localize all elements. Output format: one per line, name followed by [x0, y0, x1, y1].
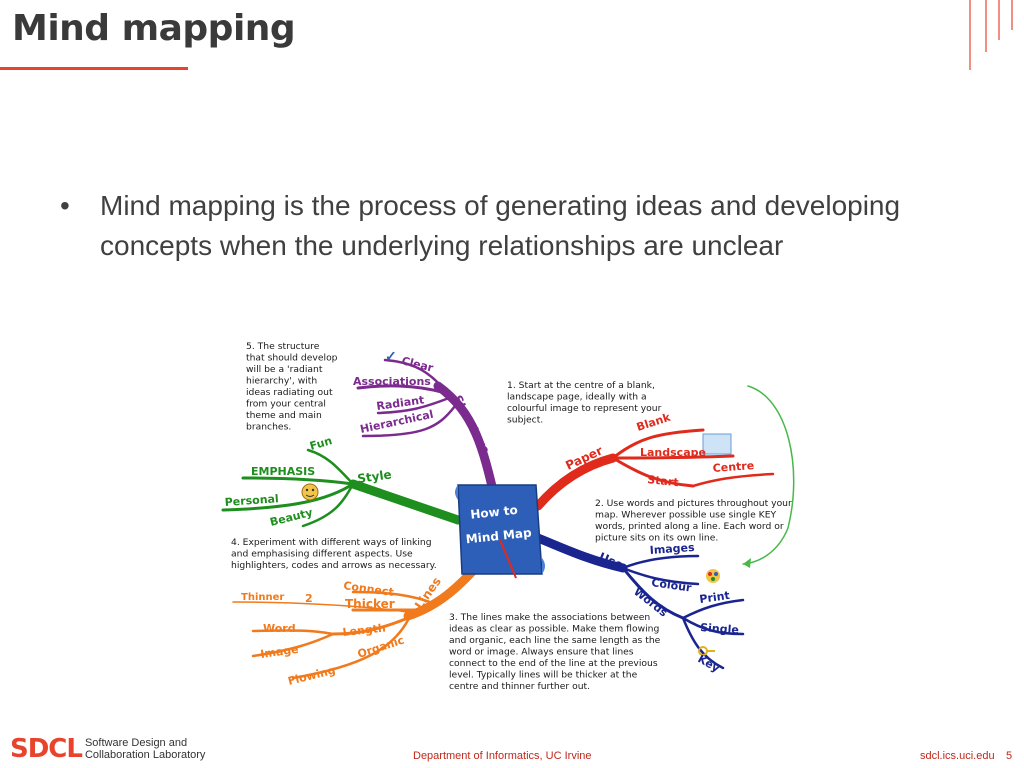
checkmark-icon: ✓: [385, 348, 397, 364]
sub-line-landscape: [611, 454, 735, 460]
label-fun: Fun: [308, 434, 333, 453]
sub-line-length: [331, 616, 410, 636]
label-organic: Organic: [356, 634, 406, 661]
note-2: 2. Use words and pictures throughout you…: [595, 498, 795, 544]
landscape-page-icon: [702, 433, 732, 455]
label-centre: Centre: [712, 459, 754, 475]
logo-line-2: Collaboration Laboratory: [84, 749, 206, 761]
key-icon: [698, 646, 715, 656]
branch-style: [348, 479, 463, 525]
label-single: Single: [700, 621, 739, 637]
center-label: How to Mind Map: [463, 502, 533, 547]
label-thinner-number: 2: [305, 592, 313, 605]
label-start: Start: [647, 473, 679, 489]
sub-line-image: [251, 632, 335, 658]
sub-line-print: [681, 598, 745, 620]
label-landscape: Landscape: [640, 446, 706, 459]
mind-map-diagram: How to Mind Map Structure Clear Associat…: [221, 341, 795, 692]
label-length: Length: [342, 622, 386, 639]
label-clear: Clear: [400, 354, 435, 375]
note-1: 1. Start at the centre of a blank, lands…: [507, 380, 664, 426]
label-blank: Blank: [635, 411, 673, 434]
pen-icon: [499, 539, 517, 579]
label-images: Images: [649, 541, 695, 557]
arrowhead-icon: [743, 558, 751, 568]
label-emphasis: EMPHASIS: [251, 465, 315, 478]
sdcl-logo-text: Software Design and Collaboration Labora…: [85, 737, 205, 761]
sub-line-words: [621, 566, 685, 620]
center-node: How to Mind Map: [455, 484, 545, 579]
sub-line-blank: [611, 428, 705, 460]
bullet-marker: •: [60, 190, 70, 221]
sub-line-emphasis: [241, 476, 355, 486]
sub-line-images: [621, 554, 700, 570]
footer-url: sdcl.ics.uci.edu: [920, 750, 995, 762]
label-style: Style: [356, 467, 392, 486]
footer-department: Department of Informatics, UC Irvine: [413, 750, 592, 762]
sub-line-start: [611, 456, 695, 488]
page-number: 5: [1006, 750, 1013, 762]
sub-line-centre: [691, 472, 775, 488]
branch-use: [533, 533, 628, 573]
bullet-list: • Mind mapping is the process of generat…: [60, 186, 960, 266]
sub-line-hierarchical: [361, 404, 457, 438]
note-4: 4. Experiment with different ways of lin…: [231, 537, 437, 571]
footer-logo: SDCL Software Design and Collaboration L…: [10, 734, 205, 764]
sub-line-organic: [291, 618, 410, 680]
label-personal: Personal: [224, 492, 279, 509]
logo-line-1: Software Design and: [84, 737, 188, 749]
sub-line-thinner: [232, 601, 414, 614]
slide-title: Mind mapping: [12, 8, 296, 49]
sub-line-beauty: [301, 482, 355, 528]
sub-line-clear: [383, 358, 443, 388]
smiley-icon: [301, 483, 319, 501]
label-flowing: Flowing: [287, 664, 337, 688]
green-arrow: [742, 385, 795, 565]
sub-line-fun: [306, 448, 355, 486]
label-image: Image: [260, 643, 300, 661]
bullet-text: Mind mapping is the process of generatin…: [100, 190, 901, 261]
label-key: Key: [696, 652, 722, 675]
label-word: Word: [263, 622, 296, 635]
sub-line-connect: [351, 590, 435, 605]
note-5: 5. The structure that should develop wil…: [246, 341, 340, 433]
sub-line-radiant: [376, 396, 451, 415]
sub-line-word: [251, 629, 335, 636]
label-print: Print: [699, 589, 731, 606]
label-associations: Associations: [353, 375, 431, 388]
sub-line-colour: [621, 566, 700, 586]
title-underline: [0, 67, 188, 70]
sub-line-personal: [221, 482, 355, 512]
sub-line-single: [681, 616, 745, 636]
corner-decoration: [969, 0, 1013, 70]
sub-line-associations: [356, 384, 448, 395]
label-colour: Colour: [651, 576, 693, 595]
branch-paper: [533, 453, 618, 511]
sdcl-logo-mark: SDCL: [10, 734, 83, 764]
label-thinner: Thinner: [241, 592, 284, 603]
label-structure: Structure: [450, 393, 493, 456]
bullet-item: • Mind mapping is the process of generat…: [60, 186, 960, 266]
note-3: 3. The lines make the associations betwe…: [449, 612, 663, 692]
label-thicker: Thicker: [345, 597, 395, 611]
